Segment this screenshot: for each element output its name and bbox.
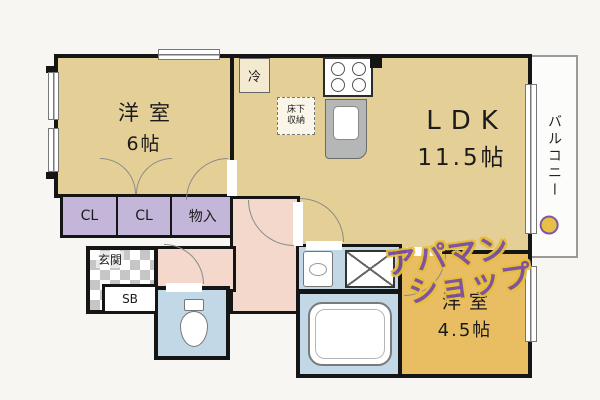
- washing-machine-icon: [345, 250, 395, 288]
- burner-icon: [330, 62, 345, 76]
- closet-1: CL: [63, 197, 118, 235]
- window-icon: [48, 72, 59, 120]
- closet-row: CL CL 物入: [60, 194, 236, 238]
- shoe-box: SB: [102, 284, 158, 314]
- refrigerator-space: 冷: [239, 58, 270, 93]
- basin-icon: [309, 262, 327, 276]
- burner-icon: [351, 78, 366, 92]
- door-opening: [293, 202, 303, 246]
- window-icon: [525, 84, 537, 234]
- wall-stub: [46, 66, 56, 73]
- door-opening: [306, 241, 342, 250]
- storage-mono-ire: 物入: [188, 209, 217, 225]
- stove-icon: [323, 57, 373, 97]
- closet-2: CL: [118, 197, 173, 235]
- kitchen-counter: [325, 99, 367, 159]
- door-opening: [227, 160, 237, 196]
- ldk-size: 11.5帖: [417, 145, 507, 171]
- door-opening: [406, 247, 442, 256]
- underfloor-storage: 床下収納: [277, 97, 315, 135]
- ldk-name: LDK: [426, 106, 508, 136]
- window-icon: [525, 266, 537, 342]
- burner-icon: [351, 62, 366, 76]
- toilet-room: [154, 286, 230, 360]
- western6-size: 6帖: [126, 132, 162, 155]
- vanity-sink-icon: [303, 251, 333, 287]
- kitchen-sink-icon: [333, 106, 359, 140]
- western45-size: 4.5帖: [437, 319, 493, 341]
- burner-icon: [330, 78, 345, 92]
- balcony-label: バルコニー: [546, 114, 562, 199]
- underfloor-storage-label: 床下収納: [286, 105, 305, 126]
- toilet-icon: [184, 299, 204, 311]
- western45-name: 洋室: [441, 290, 496, 313]
- western6-name: 洋室: [118, 100, 180, 125]
- window-icon: [158, 49, 220, 60]
- window-icon: [48, 128, 59, 172]
- wall-pillar: [370, 54, 382, 68]
- toilet-bowl-icon: [180, 311, 208, 347]
- bathtub-inner-icon: [315, 309, 385, 359]
- wall-stub: [46, 172, 56, 179]
- bathroom: [296, 290, 402, 378]
- bathtub-icon: [308, 302, 392, 366]
- ldk-label: LDK 11.5帖: [392, 106, 532, 172]
- door-opening: [166, 283, 202, 292]
- entrance-label: 玄関: [96, 251, 125, 268]
